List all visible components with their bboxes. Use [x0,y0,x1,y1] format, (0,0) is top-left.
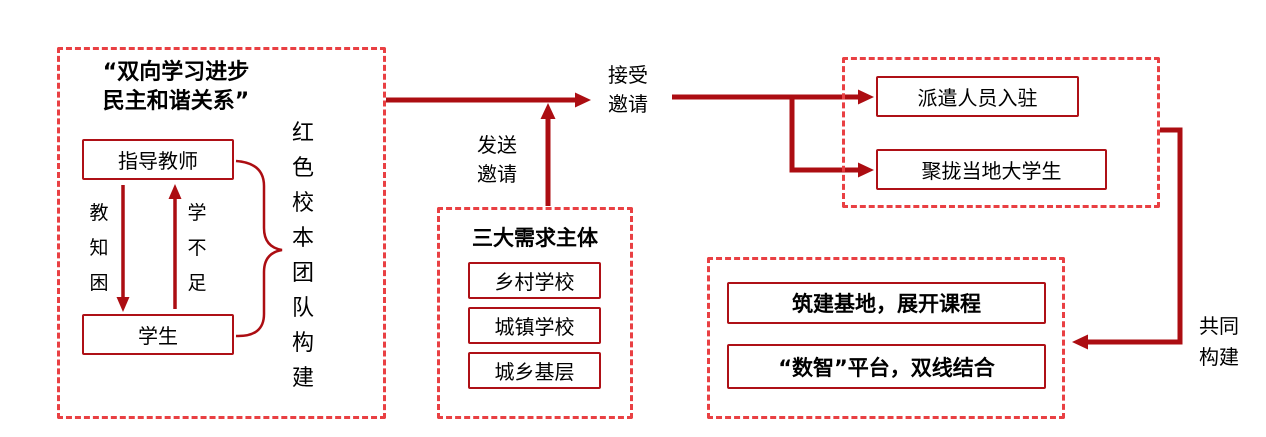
joint-build-label: 共同 构建 [1199,314,1239,369]
demand-item-town-school: 城镇学校 [468,307,601,344]
team-construction-label: 红色校本团队构建 [291,121,314,391]
student-box: 学生 [82,314,234,355]
learn-insufficiency-label: 学不足 [187,202,207,294]
demand-item-grassroots: 城乡基层 [468,352,601,389]
build-base-box: 筑建基地，展开课程 [727,282,1046,324]
accept-to-gather-arrow [789,97,874,178]
outcomes-box: 筑建基地，展开课程 “数智”平台，双线结合 [707,257,1065,419]
station-actions-box: 派遣人员入驻 聚拢当地大学生 [842,57,1160,208]
accept-invite-label: 接受 邀请 [608,63,648,116]
team-building-box: “双向学习进步 民主和谐关系” 指导教师 教知困 学不足 学生 红色校本团队构建 [57,47,386,419]
demand-subjects-title: 三大需求主体 [472,226,598,250]
gather-students-box: 聚拢当地大学生 [876,149,1107,190]
left-to-accept-arrow [386,92,591,108]
send-invite-arrow [540,103,556,206]
accept-to-dispatch-arrow [672,89,874,105]
teacher-box: 指导教师 [82,139,234,180]
demand-subjects-box: 三大需求主体 乡村学校 城镇学校 城乡基层 [437,207,633,419]
left-box-title: “双向学习进步 民主和谐关系” [102,60,250,114]
team-brace [235,159,283,338]
learn-arrow [168,184,182,309]
teach-arrow [116,185,130,312]
platform-box: “数智”平台，双线结合 [727,344,1046,389]
demand-item-rural-school: 乡村学校 [468,262,601,299]
joint-build-arrow [1072,127,1183,350]
dispatch-personnel-box: 派遣人员入驻 [876,76,1079,117]
teach-difficulty-label: 教知困 [89,202,109,294]
send-invite-label: 发送 邀请 [477,133,517,186]
